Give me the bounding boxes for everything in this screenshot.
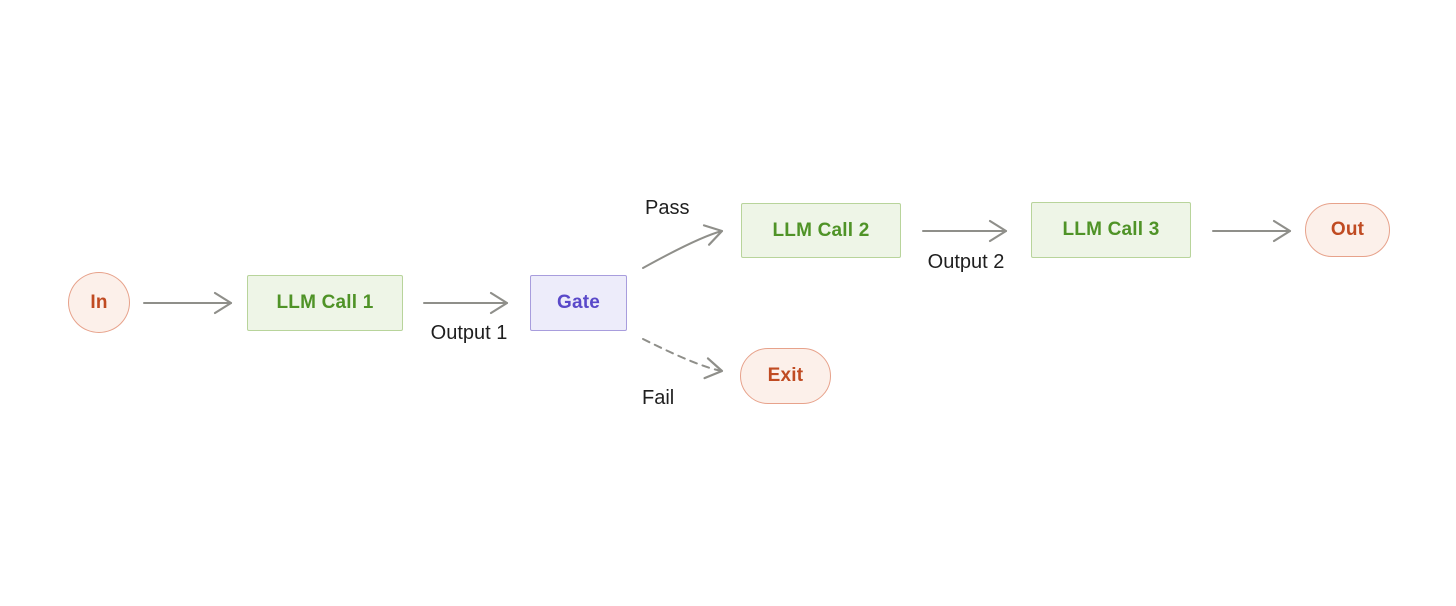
edge-label-output-2: Output 2 bbox=[927, 251, 1005, 273]
node-exit-label: Exit bbox=[767, 365, 804, 386]
node-gate: Gate bbox=[530, 275, 627, 331]
node-gate-label: Gate bbox=[556, 292, 601, 313]
node-llm-call-1: LLM Call 1 bbox=[247, 275, 403, 331]
edge-label-output-1: Output 1 bbox=[430, 322, 508, 344]
node-llm-call-3: LLM Call 3 bbox=[1031, 202, 1191, 258]
node-llm-call-2-label: LLM Call 2 bbox=[772, 219, 870, 241]
node-llm-call-3-label: LLM Call 3 bbox=[1062, 219, 1160, 240]
node-llm-call-2: LLM Call 2 bbox=[741, 203, 901, 258]
node-in-label: In bbox=[90, 291, 108, 313]
edge-gate-pass-to-llm-call-2 bbox=[642, 224, 724, 269]
node-in: In bbox=[68, 272, 130, 333]
node-exit: Exit bbox=[740, 348, 831, 404]
edge-gate-fail-to-exit bbox=[642, 338, 724, 380]
node-out-label: Out bbox=[1330, 219, 1365, 240]
node-llm-call-1-label: LLM Call 1 bbox=[276, 292, 374, 313]
edge-label-pass: Pass bbox=[645, 197, 690, 219]
edge-label-fail: Fail bbox=[642, 387, 675, 409]
node-out: Out bbox=[1305, 203, 1390, 257]
